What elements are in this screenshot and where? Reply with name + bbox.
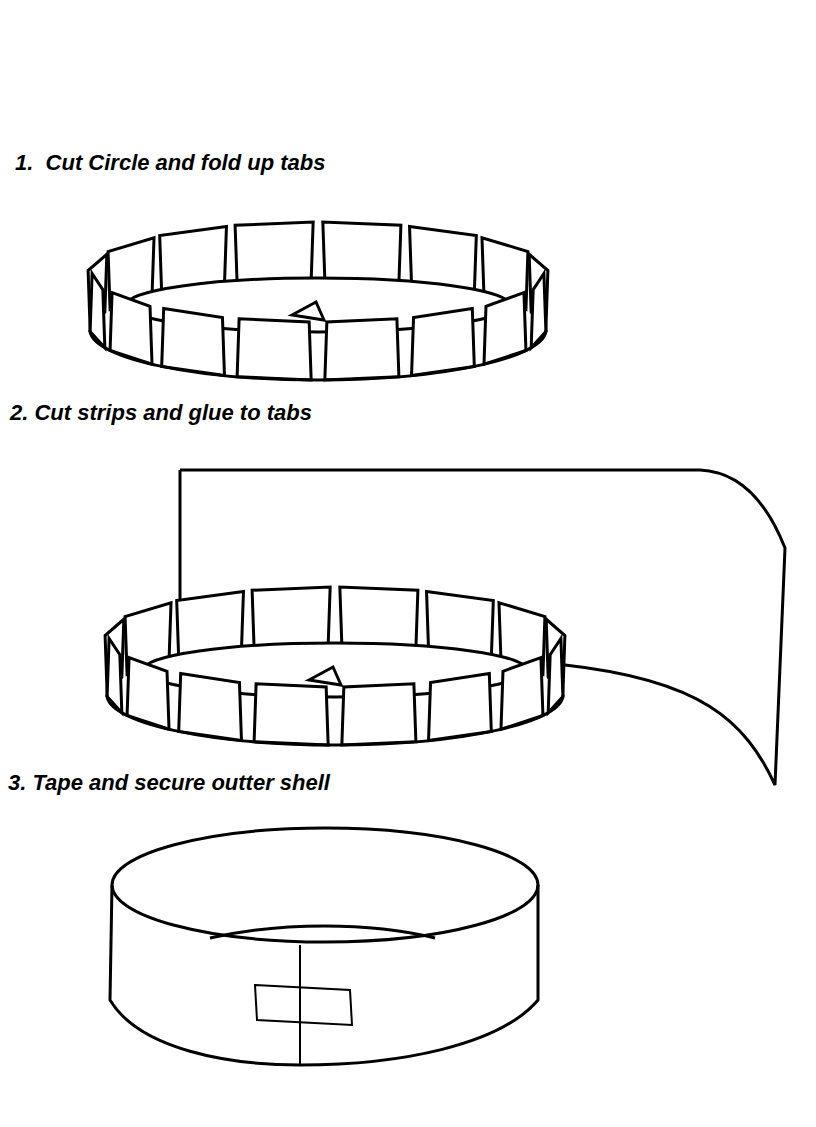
- tab: [162, 308, 225, 375]
- center-mark: [292, 302, 324, 320]
- tab: [412, 308, 475, 375]
- tab: [235, 222, 313, 283]
- tabbed-circle: [88, 222, 548, 380]
- step-label: 3. Tape and secure outter shell: [8, 770, 330, 796]
- paper-strip: [180, 470, 785, 785]
- tab: [252, 587, 330, 648]
- step-label: 1. Cut Circle and fold up tabs: [15, 150, 325, 176]
- tab: [429, 673, 492, 740]
- finished-shell: [110, 828, 538, 1065]
- tab: [342, 684, 416, 745]
- shell-side: [110, 885, 538, 1065]
- tab: [254, 684, 328, 745]
- step-label: 2. Cut strips and glue to tabs: [10, 400, 312, 426]
- tabbed-circle-with-strip: [105, 470, 785, 785]
- tab: [325, 319, 399, 380]
- ring-edge: [107, 695, 563, 745]
- tab: [237, 319, 311, 380]
- tab: [340, 587, 418, 648]
- inner-base: [210, 926, 435, 938]
- shell-top: [112, 828, 538, 942]
- seam: [299, 945, 301, 1065]
- tab: [179, 673, 242, 740]
- center-mark: [309, 667, 341, 685]
- tab: [323, 222, 401, 283]
- ring-edge: [90, 330, 546, 380]
- tape: [255, 985, 352, 1025]
